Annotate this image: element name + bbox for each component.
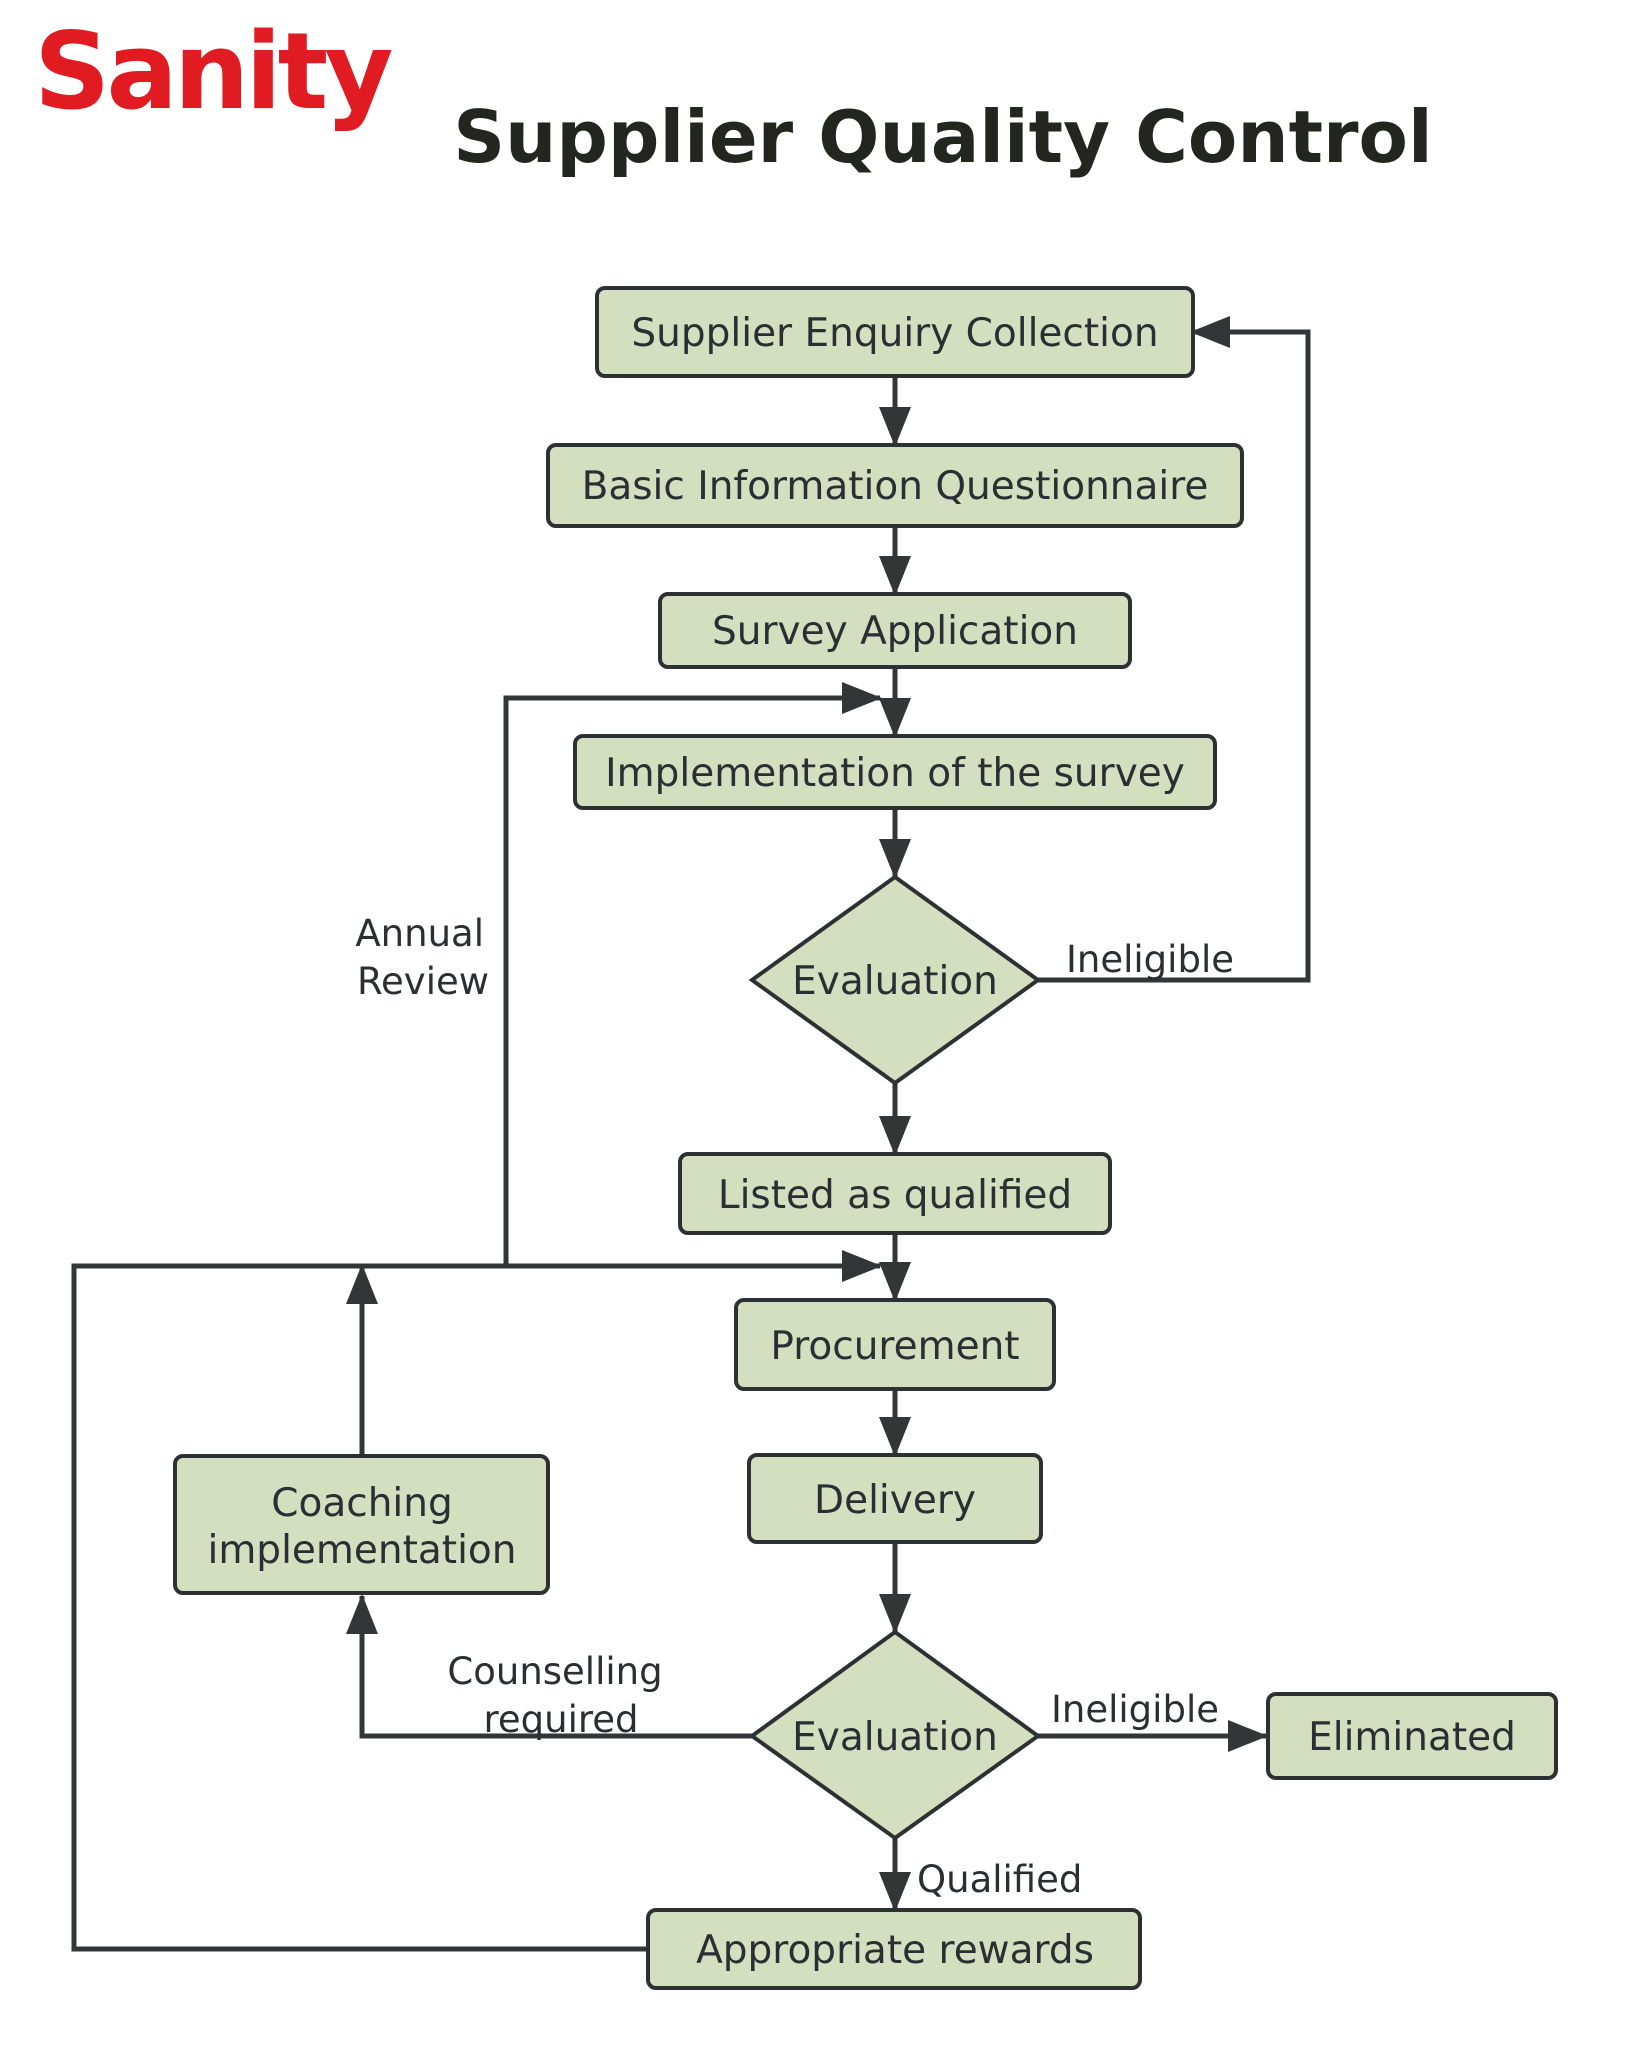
edge-label-qualified: Qualified xyxy=(917,1858,1082,1901)
node-listed-qualified-label: Listed as qualified xyxy=(718,1173,1072,1218)
node-listed-qualified: Listed as qualified xyxy=(678,1152,1112,1235)
node-implementation-survey: Implementation of the survey xyxy=(573,734,1217,810)
edge-rewards-to-procurement xyxy=(71,1250,882,1952)
node-coaching-label-line2: implementation xyxy=(207,1528,516,1573)
edge-label-ineligible-2: Ineligible xyxy=(1051,1688,1219,1731)
node-eliminated-label: Eliminated xyxy=(1308,1715,1516,1760)
node-survey-application-label: Survey Application xyxy=(712,609,1078,654)
node-procurement-label: Procurement xyxy=(770,1324,1019,1369)
node-basic-info-label: Basic Information Questionnaire xyxy=(582,464,1209,509)
edge-label-ineligible-1: Ineligible xyxy=(1066,938,1234,981)
node-appropriate-rewards: Appropriate rewards xyxy=(646,1908,1142,1990)
node-evaluation-1-label: Evaluation xyxy=(792,959,998,1004)
node-supplier-enquiry-label: Supplier Enquiry Collection xyxy=(631,311,1158,356)
node-implementation-survey-label: Implementation of the survey xyxy=(605,751,1185,796)
edge-label-annual-review-line1: Annual xyxy=(355,912,484,955)
edge-label-annual-review-line2: Review xyxy=(357,960,489,1003)
node-evaluation-2: Evaluation xyxy=(748,1629,1042,1841)
sanity-logo: Sanity xyxy=(34,10,392,133)
node-appropriate-rewards-label: Appropriate rewards xyxy=(696,1928,1094,1973)
edge-evaluation1-ineligible-to-enquiry xyxy=(1038,316,1311,983)
node-supplier-enquiry: Supplier Enquiry Collection xyxy=(595,286,1195,378)
node-basic-info: Basic Information Questionnaire xyxy=(546,443,1244,528)
node-eliminated: Eliminated xyxy=(1266,1692,1558,1780)
edge-label-counselling-line2: required xyxy=(483,1698,638,1741)
node-delivery-label: Delivery xyxy=(814,1478,976,1523)
edges xyxy=(71,316,1311,1952)
edge-label-counselling-line1: Counselling xyxy=(447,1650,662,1693)
node-evaluation-1: Evaluation xyxy=(748,874,1042,1086)
node-coaching-label-line1: Coaching xyxy=(271,1481,452,1526)
page-title: Supplier Quality Control xyxy=(453,95,1432,179)
node-survey-application: Survey Application xyxy=(658,592,1132,669)
edge-annual-review-to-implementation xyxy=(503,682,882,1266)
node-evaluation-2-label: Evaluation xyxy=(792,1715,998,1760)
node-delivery: Delivery xyxy=(747,1453,1043,1544)
edge-evaluation2-counselling-to-coaching xyxy=(346,1594,752,1739)
node-coaching-implementation: Coaching implementation xyxy=(173,1454,550,1595)
node-procurement: Procurement xyxy=(734,1298,1056,1391)
